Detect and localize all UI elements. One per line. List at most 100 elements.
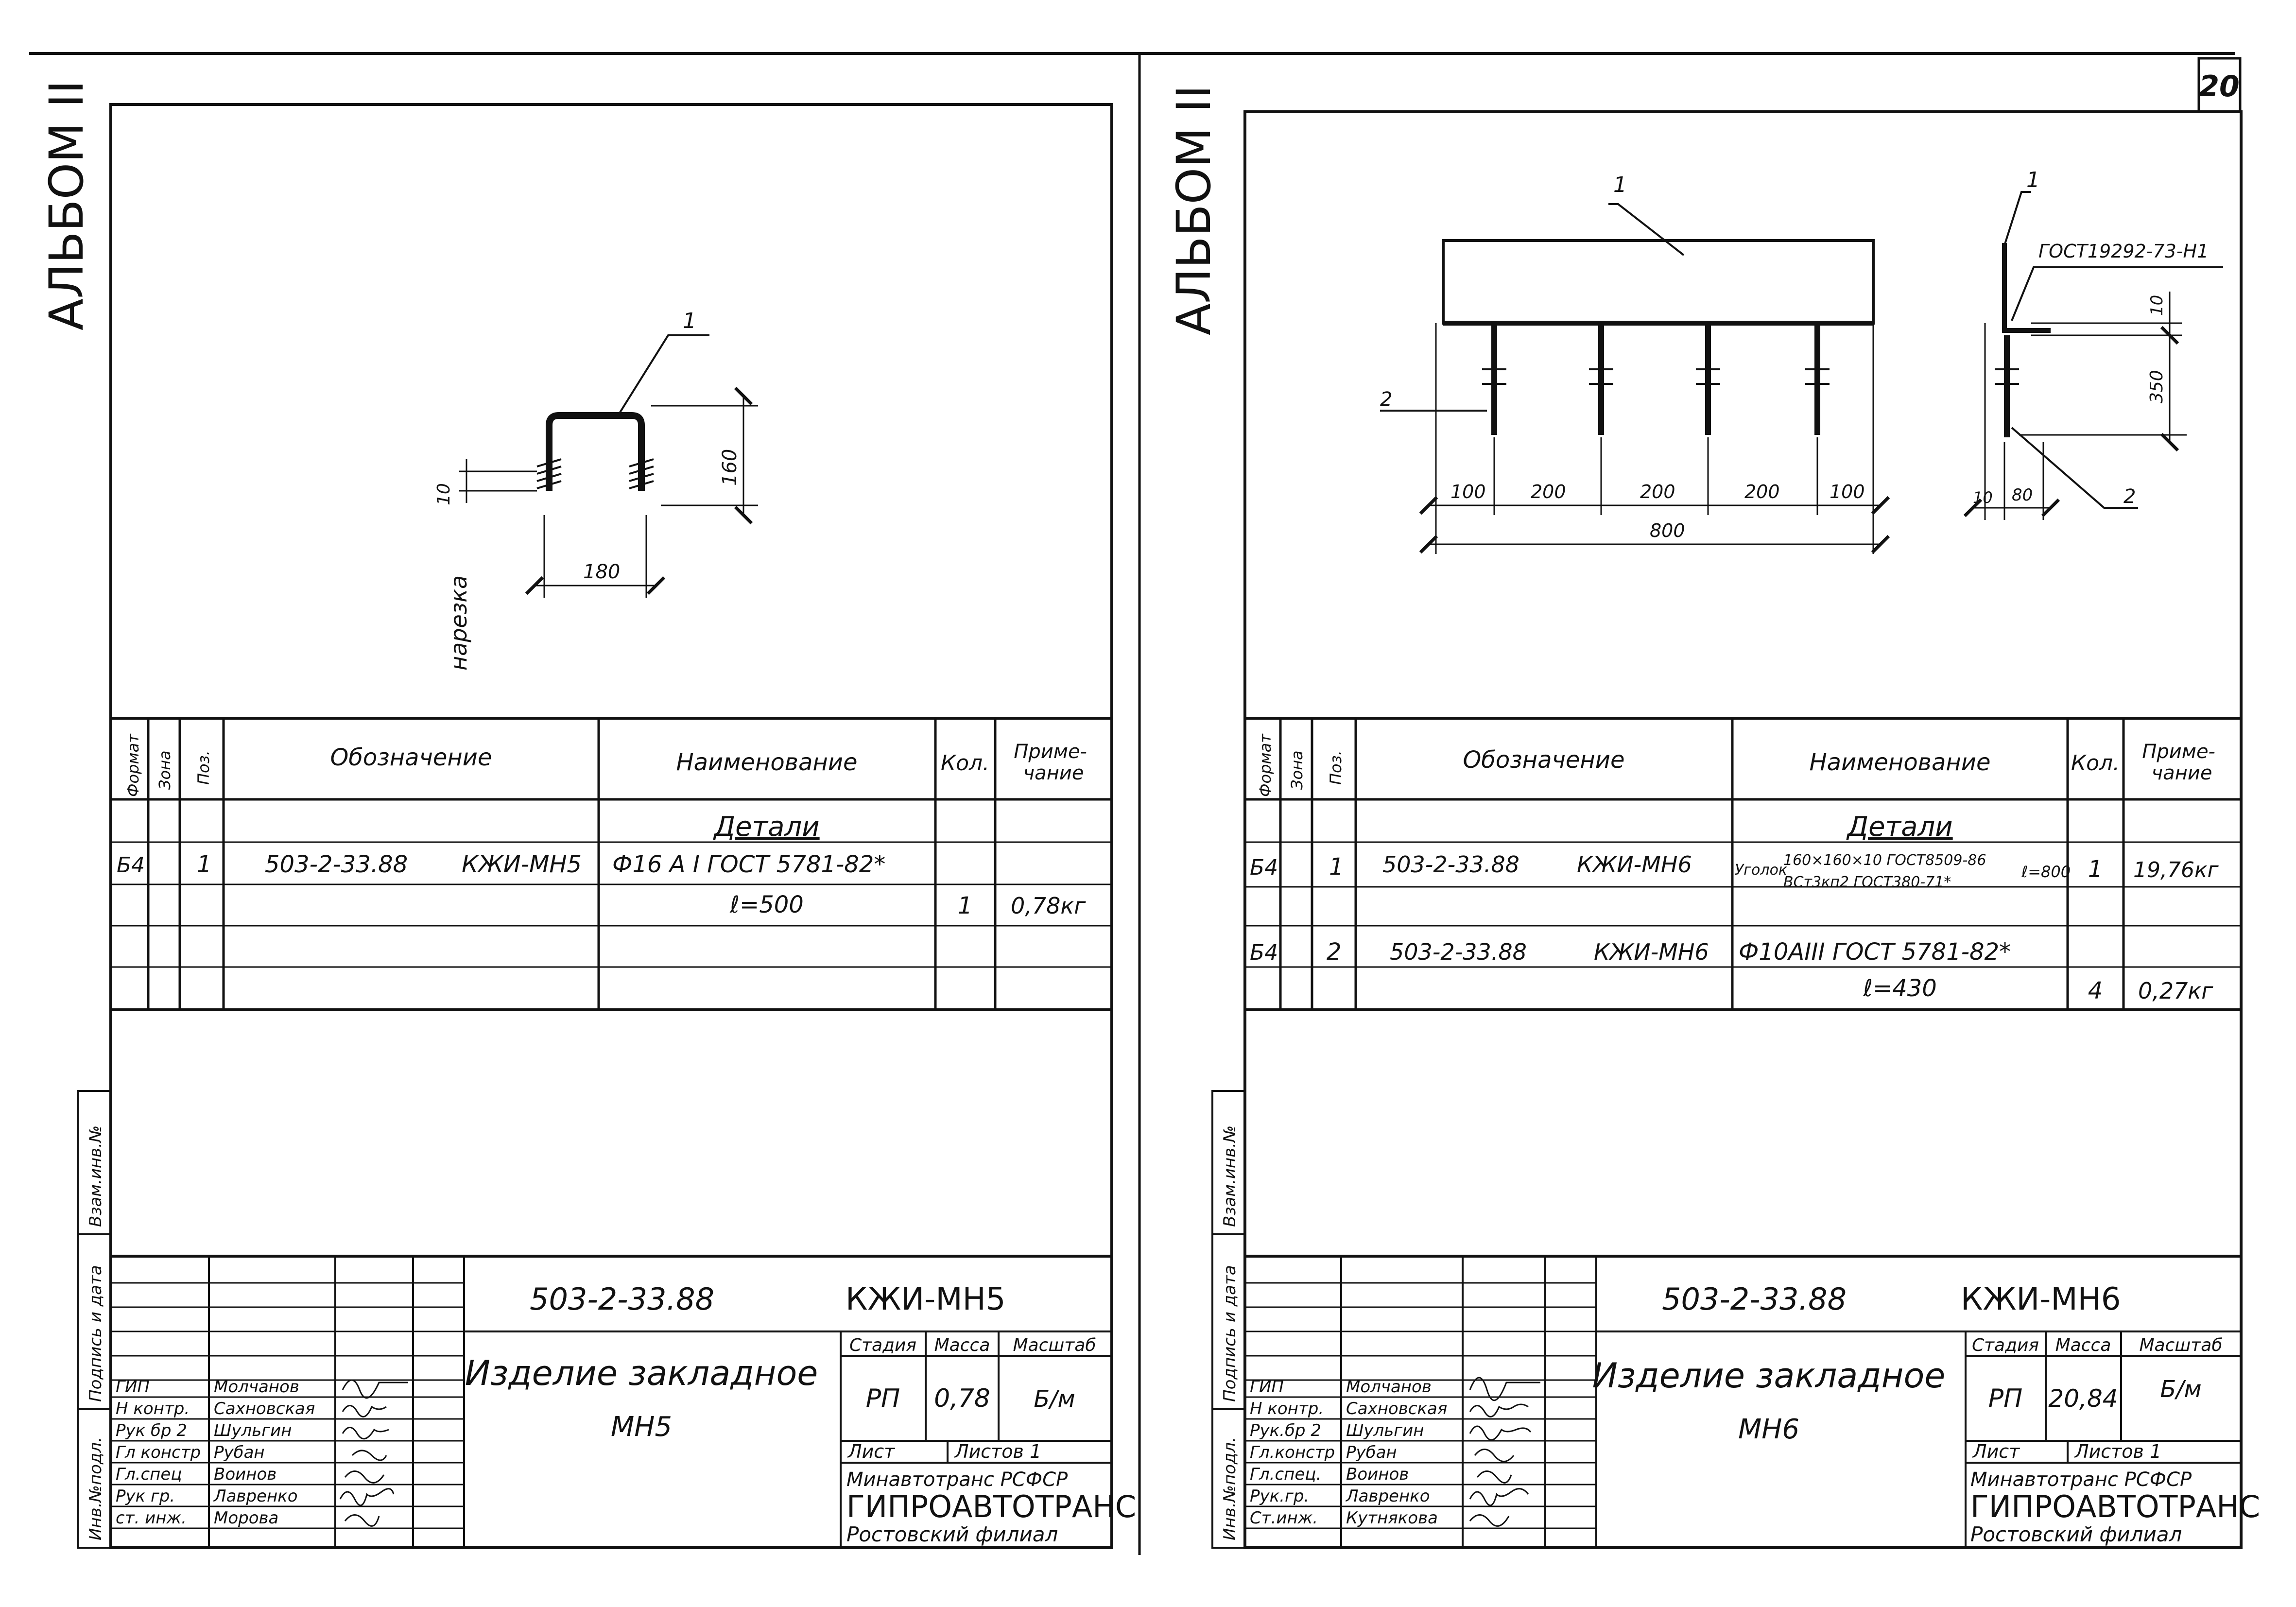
scale-label: Масштаб — [1013, 1335, 1096, 1355]
sheets-label: Листов 1 — [2074, 1441, 2161, 1462]
col-zone: Зона — [155, 750, 174, 790]
dim-total: 800 — [1650, 520, 1685, 541]
dim-side-width: 80 — [2012, 485, 2033, 505]
stage-label: Стадия — [1972, 1335, 2039, 1355]
person-role-4: Гл.констр — [1250, 1443, 1335, 1462]
dim-side-left: 10 — [1973, 488, 1993, 507]
pos1-label: 1 — [1613, 173, 1627, 197]
row2-name: Ф10АIII ГОСТ 5781-82* — [1739, 938, 2011, 966]
person-role-3: Рук.бр 2 — [1250, 1421, 1321, 1440]
person-name-2: Сахновская — [214, 1399, 315, 1418]
dim-width: 180 — [583, 561, 620, 583]
col-pos: Поз. — [1327, 750, 1345, 785]
side-label-sign: Подпись и дата — [1220, 1265, 1240, 1402]
dim-side-top: 10 — [2147, 295, 2167, 316]
person-name-6: Лавренко — [1345, 1486, 1430, 1506]
sheet-left: АЛЬБОМ II Взам.инв.№ Подпись и дата Инв.… — [39, 80, 1136, 1549]
thread-label: нарезка — [446, 575, 472, 671]
title-block: 503-2-33.88 КЖИ-МН5 Изделие закладное МН… — [109, 1255, 1136, 1549]
spec-table: Формат Зона Поз. Обозначение Наименовани… — [109, 717, 1113, 1011]
row2-qty: 1 — [958, 892, 973, 919]
side-label-ref: Взам.инв.№ — [1220, 1125, 1240, 1227]
person-role-7: Ст.инж. — [1250, 1508, 1318, 1528]
person-role-1: ГИП — [116, 1377, 150, 1397]
col-qty: Кол. — [941, 751, 989, 776]
person-name-7: Кутнякова — [1346, 1508, 1438, 1528]
scale-label: Масштаб — [2139, 1335, 2222, 1355]
product-title: Изделие закладное — [465, 1353, 818, 1393]
col-qty: Кол. — [2071, 751, 2120, 776]
stage-value: РП — [866, 1384, 900, 1413]
sheet-right: АЛЬБОМ II Взам.инв.№ Подпись и дата Инв.… — [1167, 85, 2260, 1549]
mass-value: 0,78 — [934, 1384, 990, 1413]
org-branch: Ростовский филиал — [1970, 1522, 2182, 1546]
row2-name: ℓ=500 — [729, 891, 804, 918]
sheet-label: Лист — [847, 1441, 896, 1462]
dim-5: 100 — [1830, 481, 1865, 502]
person-name-4: Рубан — [1346, 1443, 1397, 1462]
doc-code: КЖИ-МН6 — [1961, 1281, 2121, 1317]
page-number: 20 — [2199, 69, 2240, 104]
product-code: МН5 — [611, 1411, 672, 1443]
title-block: 503-2-33.88 КЖИ-МН6 Изделие закладное МН… — [1243, 1255, 2260, 1549]
person-name-1: Молчанов — [214, 1377, 299, 1397]
org-branch: Ростовский филиал — [846, 1522, 1058, 1546]
row3-note: 0,27кг — [2138, 978, 2213, 1004]
person-role-3: Рук бр 2 — [116, 1421, 187, 1440]
row2-code: КЖИ-МН6 — [1594, 939, 1709, 965]
row3-name: ℓ=430 — [1863, 975, 1937, 1002]
album-label: АЛЬБОМ II — [39, 80, 94, 330]
col-format: Формат — [1256, 733, 1275, 797]
dim-4: 200 — [1744, 481, 1780, 502]
row1-pos: 1 — [197, 851, 212, 878]
person-name-1: Молчанов — [1346, 1377, 1432, 1397]
side-label-inv: Инв.№подл. — [1220, 1437, 1240, 1540]
pos-label: 1 — [683, 309, 696, 333]
mass-label: Масса — [2055, 1335, 2111, 1355]
row1-name-b: 160×160×10 ГОСТ8509-86 — [1783, 852, 1986, 869]
person-name-5: Воинов — [1346, 1465, 1409, 1484]
scale-value: Б/м — [2160, 1376, 2201, 1403]
person-name-3: Шульгин — [1346, 1421, 1424, 1440]
dim-2: 200 — [1531, 481, 1566, 502]
person-name-2: Сахновская — [1346, 1399, 1447, 1418]
row1-note: 19,76кг — [2133, 858, 2219, 882]
person-role-2: Н контр. — [116, 1399, 190, 1418]
gost-label: ГОСТ19292-73-Н1 — [2038, 241, 2209, 262]
row1-name-a: Уголок — [1735, 862, 1787, 879]
dim-1: 100 — [1450, 481, 1486, 502]
side-stamp: Взам.инв.№ Подпись и дата Инв.№подл. — [77, 1090, 112, 1549]
signatures — [1469, 1377, 1540, 1527]
row2-pos: 2 — [1327, 938, 1342, 966]
doc-number: 503-2-33.88 — [1662, 1281, 1847, 1317]
pos1-side-label: 1 — [2026, 168, 2040, 192]
col-pos: Поз. — [194, 750, 213, 785]
dim-height: 160 — [719, 449, 741, 486]
mass-label: Масса — [934, 1335, 990, 1355]
person-name-3: Шульгин — [214, 1421, 292, 1440]
row1-code: КЖИ-МН6 — [1577, 851, 1692, 878]
person-name-4: Рубан — [214, 1443, 265, 1462]
person-name-5: Воинов — [214, 1465, 276, 1484]
person-role-7: ст. инж. — [116, 1508, 187, 1528]
row1-name-c: ВСт3кп2 ГОСТ380-71* — [1783, 874, 1951, 891]
dim-3: 200 — [1640, 481, 1675, 502]
person-role-5: Гл.спец. — [1250, 1465, 1321, 1484]
person-role-6: Рук гр. — [116, 1486, 175, 1506]
row1-designation: 503-2-33.88 — [1382, 851, 1519, 878]
row2-note: 0,78кг — [1011, 893, 1086, 919]
doc-code: КЖИ-МН5 — [846, 1281, 1005, 1317]
pos2-label: 2 — [1380, 388, 1392, 411]
sheets-label: Листов 1 — [954, 1441, 1041, 1462]
row1-designation: 503-2-33.88 — [265, 851, 408, 878]
org-ministry: Минавтотранс РСФСР — [846, 1469, 1068, 1491]
row1-name: Ф16 А I ГОСТ 5781-82* — [612, 851, 885, 878]
dim-thread: 10 — [434, 483, 454, 505]
side-stamp: Взам.инв.№ Подпись и дата Инв.№подл. — [1211, 1090, 1246, 1549]
scale-value: Б/м — [1034, 1385, 1075, 1413]
col-note-l1: Приме- — [1014, 741, 1087, 763]
org-ministry: Минавтотранс РСФСР — [1970, 1469, 2192, 1491]
person-name-7: Морова — [214, 1508, 278, 1528]
col-note-l2: чание — [2152, 762, 2212, 784]
